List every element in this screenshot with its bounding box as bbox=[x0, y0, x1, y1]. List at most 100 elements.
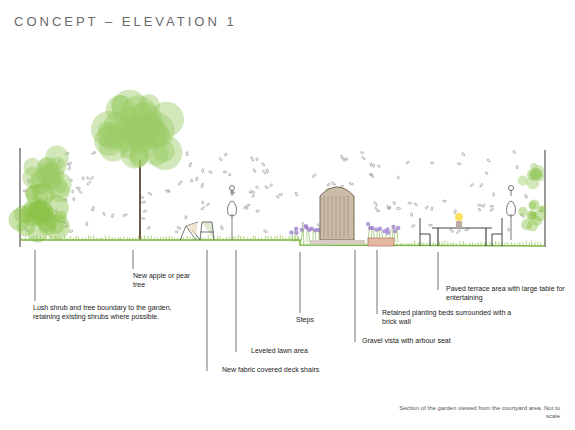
grass bbox=[157, 237, 158, 240]
wall-texture bbox=[165, 190, 169, 193]
wall-texture bbox=[86, 176, 89, 179]
wall-texture bbox=[266, 169, 269, 173]
grass bbox=[57, 237, 59, 240]
wall-texture bbox=[82, 177, 85, 180]
grass bbox=[85, 237, 87, 240]
grass bbox=[67, 237, 68, 240]
grass bbox=[426, 243, 427, 246]
grass bbox=[402, 243, 404, 246]
wall-texture bbox=[196, 177, 199, 181]
wall-texture bbox=[201, 206, 205, 210]
grass bbox=[243, 236, 244, 240]
wall-texture bbox=[487, 159, 491, 163]
grass bbox=[187, 236, 189, 240]
grass bbox=[450, 242, 451, 245]
wall-texture bbox=[256, 210, 260, 213]
plant-flower bbox=[294, 227, 298, 231]
grass bbox=[25, 237, 27, 240]
wall-texture bbox=[175, 231, 178, 233]
grass bbox=[418, 242, 419, 245]
grass bbox=[88, 236, 90, 240]
gravel bbox=[310, 240, 365, 244]
plant-flower bbox=[370, 226, 374, 230]
grass bbox=[411, 243, 412, 246]
wall-texture bbox=[370, 173, 374, 178]
wall-texture bbox=[425, 206, 428, 210]
wall-texture bbox=[479, 183, 483, 187]
arbour-seat bbox=[320, 187, 354, 240]
foliage bbox=[39, 207, 53, 221]
wall-texture bbox=[219, 157, 223, 161]
arbour-slat bbox=[344, 196, 345, 238]
foliage bbox=[55, 211, 67, 223]
grass bbox=[205, 237, 206, 240]
wall-texture bbox=[397, 176, 399, 179]
wall-texture bbox=[256, 158, 259, 161]
plant-flower bbox=[294, 230, 298, 234]
grass bbox=[529, 242, 531, 245]
grass bbox=[217, 236, 219, 240]
leader-line bbox=[300, 252, 301, 313]
grass bbox=[255, 236, 257, 240]
wall-texture bbox=[396, 208, 401, 210]
grass bbox=[522, 242, 523, 245]
grass bbox=[459, 241, 460, 245]
wall-texture bbox=[431, 207, 434, 211]
grass bbox=[105, 236, 107, 240]
leader-line bbox=[355, 250, 356, 342]
plant-flower bbox=[391, 225, 395, 229]
tree-trunk bbox=[139, 160, 141, 240]
wall-texture bbox=[147, 226, 150, 230]
grass bbox=[30, 237, 31, 240]
callout-label: Paved terrace area with large table for … bbox=[446, 285, 575, 303]
grass bbox=[280, 235, 281, 240]
wall-texture bbox=[178, 180, 182, 185]
plant-flower bbox=[396, 226, 400, 230]
wall-texture bbox=[393, 201, 396, 205]
grass bbox=[469, 243, 471, 246]
plant-flower bbox=[366, 222, 370, 226]
grass bbox=[250, 238, 251, 240]
wall-texture bbox=[457, 162, 461, 164]
wall-texture bbox=[478, 208, 481, 211]
wall-texture bbox=[265, 186, 269, 189]
wall-texture bbox=[516, 165, 518, 169]
deck-chair bbox=[200, 222, 214, 240]
grass bbox=[498, 241, 499, 245]
grass bbox=[258, 237, 260, 240]
grass bbox=[109, 236, 110, 240]
wall-texture bbox=[373, 164, 375, 167]
sculpture bbox=[507, 190, 516, 240]
wall-texture bbox=[490, 208, 494, 211]
grass bbox=[160, 237, 162, 240]
arbour-slat bbox=[340, 196, 341, 238]
wall-texture bbox=[142, 217, 145, 219]
callout-label: Steps bbox=[296, 316, 336, 325]
grass bbox=[433, 242, 434, 245]
arbour-slat bbox=[348, 196, 349, 238]
grass bbox=[177, 238, 179, 240]
leader-line bbox=[236, 250, 237, 352]
callout-label: New apple or pear tree bbox=[133, 272, 193, 290]
grass bbox=[114, 237, 115, 240]
wall-texture bbox=[414, 203, 418, 206]
grass bbox=[531, 241, 533, 246]
wall-texture bbox=[123, 213, 128, 216]
wall-texture bbox=[76, 187, 81, 190]
wall-texture bbox=[411, 224, 415, 227]
grass bbox=[511, 242, 512, 246]
foliage bbox=[42, 166, 57, 181]
wall-texture bbox=[524, 194, 527, 198]
sculpture bbox=[230, 186, 235, 191]
callout-label: Retained planting beds surrounded with a… bbox=[382, 309, 517, 327]
grass bbox=[45, 235, 46, 240]
grass bbox=[40, 236, 42, 240]
grass bbox=[406, 243, 408, 245]
wall-texture bbox=[177, 226, 181, 229]
wall-texture bbox=[201, 183, 204, 188]
callout-label: Gravel vista with arbour seat bbox=[362, 337, 492, 346]
arbour-slat bbox=[324, 196, 325, 238]
wall-texture bbox=[327, 183, 331, 187]
grass bbox=[282, 236, 284, 240]
callout-label: Lush shrub and tree boundary to the gard… bbox=[33, 304, 183, 322]
